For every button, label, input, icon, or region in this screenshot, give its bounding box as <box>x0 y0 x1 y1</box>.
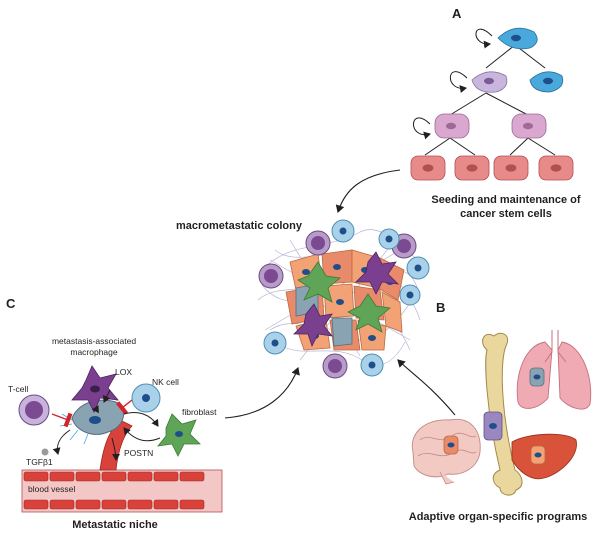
niche-arrows <box>52 389 161 461</box>
stem-cell <box>497 27 538 50</box>
daughter-stem-cell <box>529 71 564 93</box>
label-fibroblast: fibroblast <box>182 407 217 417</box>
panel-a-hierarchy <box>410 27 574 181</box>
label-blood-vessel: blood vessel <box>28 484 76 494</box>
brain <box>411 418 481 485</box>
lungs <box>516 330 592 410</box>
panel-b-organs <box>411 330 592 496</box>
panel-c-caption: Metastatic niche <box>72 519 158 531</box>
arrow-a-to-colony <box>335 169 401 214</box>
blood-vessel <box>21 419 223 513</box>
panel-c-niche <box>18 365 223 513</box>
transit-cell-right <box>511 113 547 139</box>
panel-a-caption-line1: Seeding and maintenance of <box>431 194 581 206</box>
label-tgfb1: TGFβ1 <box>26 457 53 467</box>
niche-t-cell <box>18 394 50 426</box>
panel-c-letter: C <box>6 296 16 311</box>
label-nk-cell: NK cell <box>152 377 179 387</box>
panel-b-caption: Adaptive organ-specific programs <box>408 511 588 523</box>
panel-b-letter: B <box>436 300 446 315</box>
colony-nk-cells <box>263 219 430 377</box>
colony-title: macrometastatic colony <box>176 220 302 232</box>
label-lox: LOX <box>115 367 133 377</box>
panel-a-letter: A <box>452 6 462 21</box>
hierarchy-lines <box>424 44 556 156</box>
niche-fibroblast <box>157 413 201 457</box>
t-cell-inhibition <box>51 412 73 428</box>
label-t-cell: T-cell <box>8 384 29 394</box>
tgfb1-dot <box>41 448 49 456</box>
label-postn: POSTN <box>124 448 154 458</box>
colony-fibroblasts <box>297 261 391 333</box>
panel-a-caption-line2: cancer stem cells <box>460 208 552 220</box>
nk-inhibition <box>115 399 133 415</box>
arrow-c-to-colony <box>224 366 300 419</box>
bone <box>482 332 523 496</box>
label-macrophage-line1: metastasis-associated <box>51 336 137 346</box>
self-renewal-arrows <box>413 28 493 140</box>
niche-nk-cell <box>131 383 161 413</box>
macrometastatic-colony <box>257 219 430 379</box>
progenitor-cell <box>471 71 508 93</box>
label-macrophage-line2: macrophage <box>70 347 118 357</box>
colony-macrophages <box>293 251 400 348</box>
differentiated-cells <box>410 155 574 181</box>
arrow-b-to-colony <box>397 359 456 416</box>
liver <box>511 433 577 480</box>
transit-cell-left <box>434 113 470 139</box>
